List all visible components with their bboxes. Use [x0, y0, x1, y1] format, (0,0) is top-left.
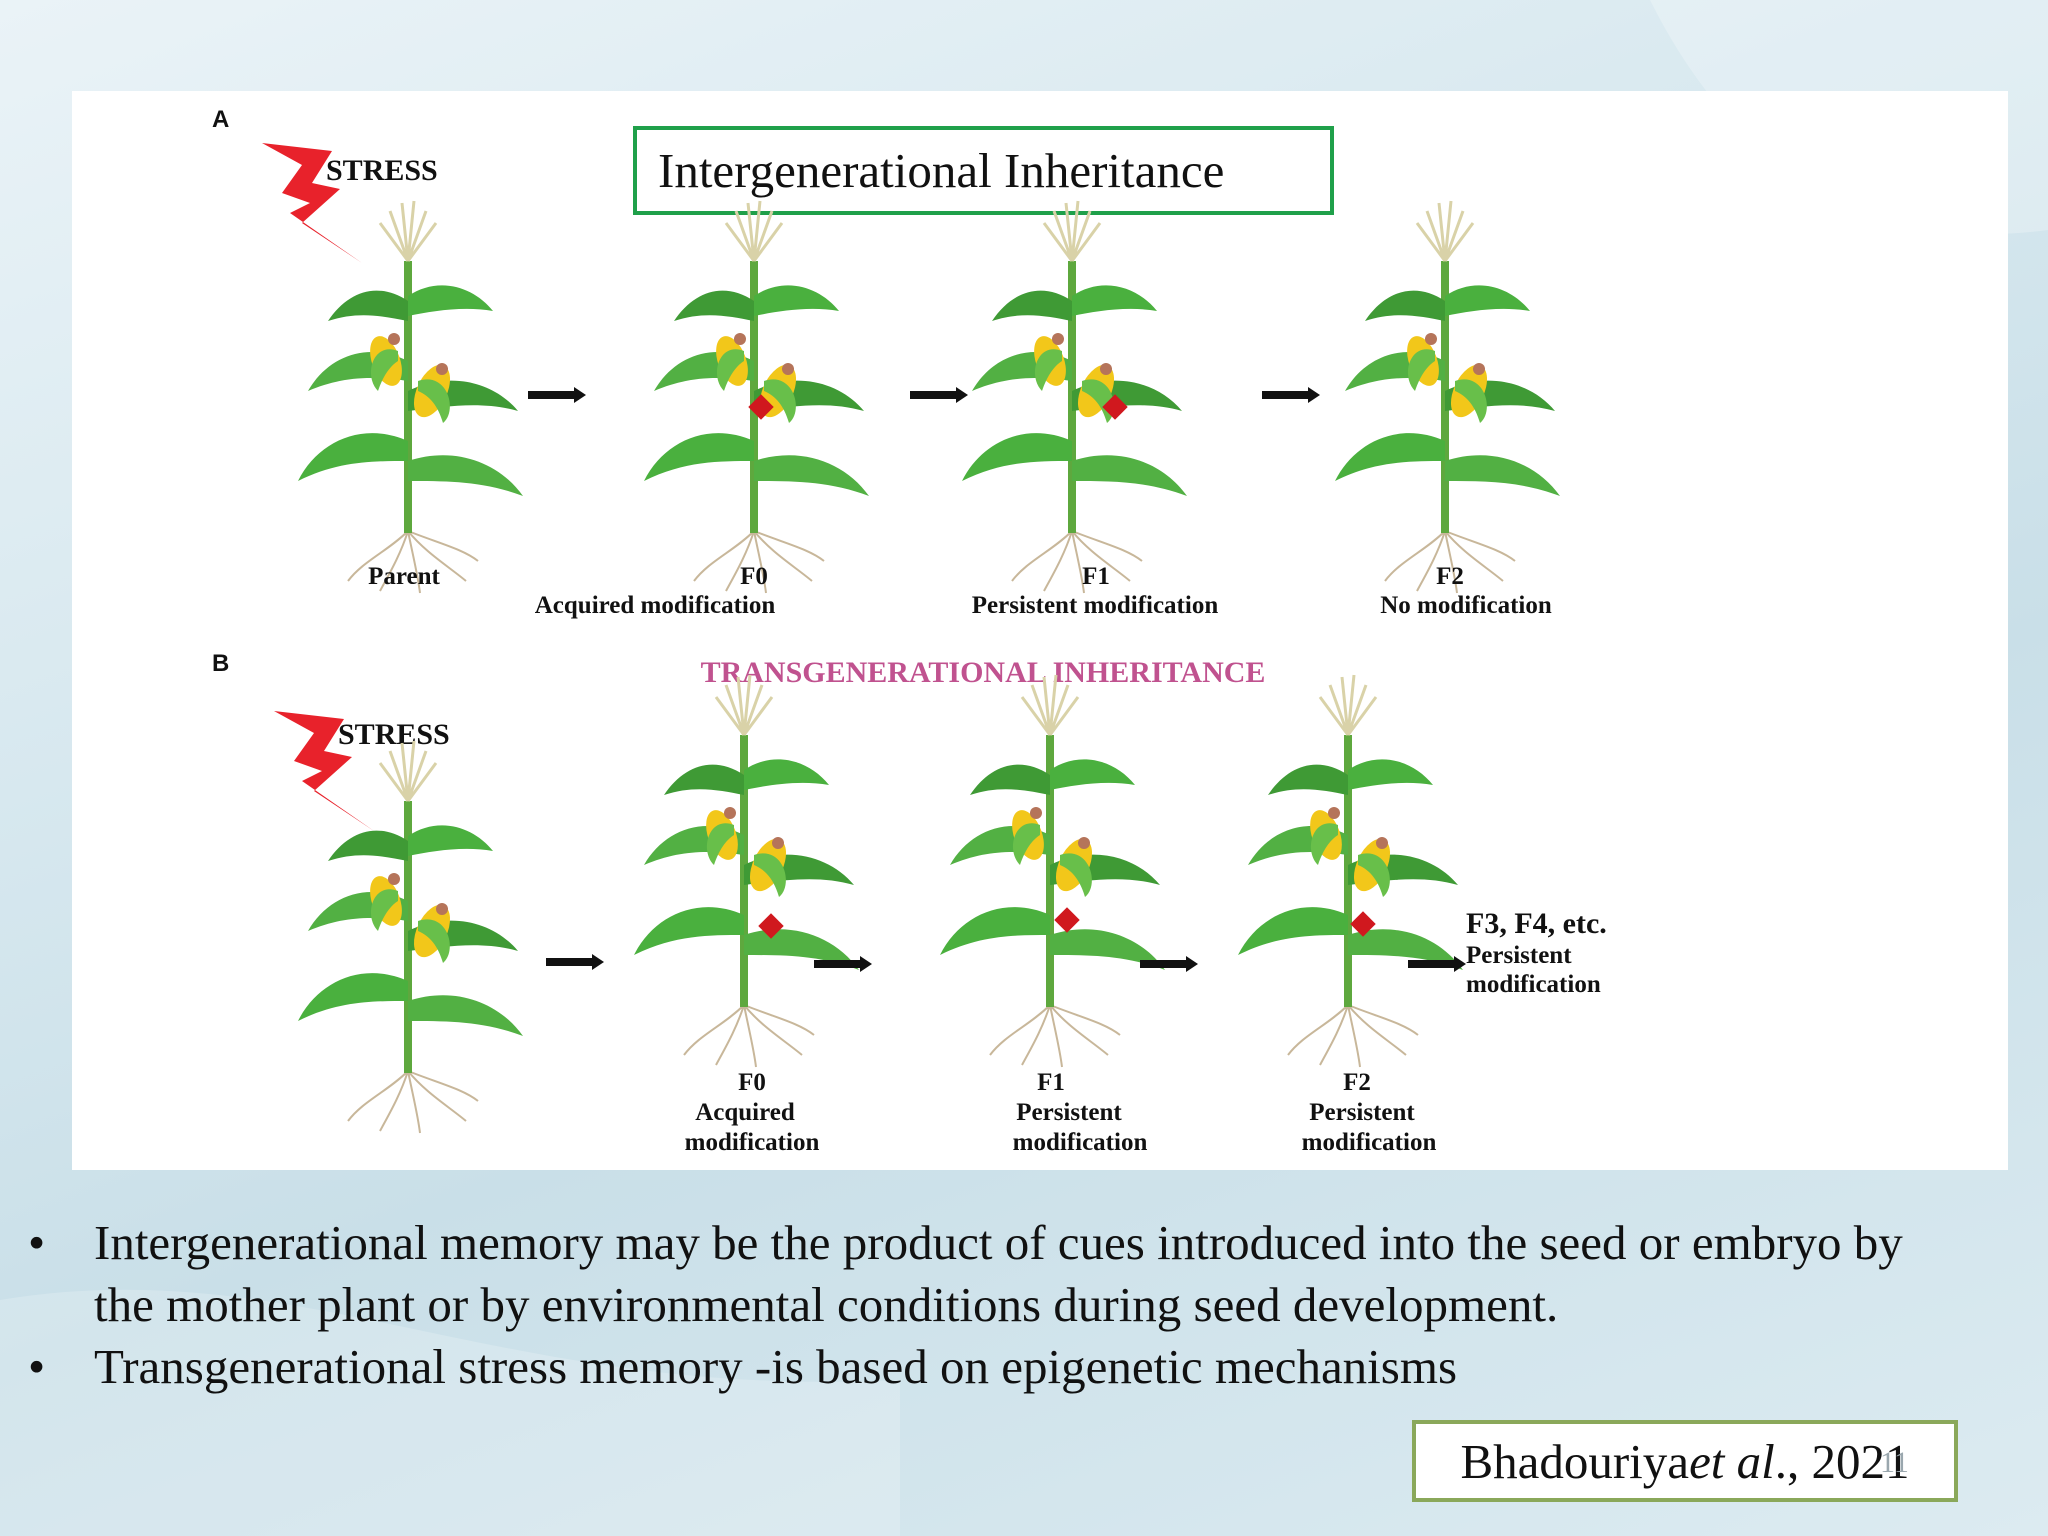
label-f0-b-line2: modification: [685, 1129, 820, 1156]
label-f3-f4-line2: modification: [1466, 971, 1601, 998]
citation-box: Bhadouriya et al., 2021: [1412, 1420, 1958, 1502]
corn-plant-f2-a: [1333, 199, 1562, 595]
slide-number: 11: [1880, 1446, 1909, 1479]
arrow-icon: [910, 387, 968, 403]
label-f1-b: F1: [1037, 1069, 1065, 1096]
label-f2-b-line1: Persistent: [1309, 1099, 1415, 1126]
panel-b-stress-label: STRESS: [338, 718, 450, 751]
corn-plant-f0-a: [642, 199, 871, 595]
modification-mark: [1054, 907, 1080, 933]
figure-panel: A STRESS Intergenerational Inheritance P…: [72, 91, 2008, 1170]
label-f0-a: F0: [740, 563, 768, 590]
label-f0-b: F0: [738, 1069, 766, 1096]
inheritance-diagram: A STRESS Intergenerational Inheritance P…: [212, 106, 1607, 1156]
bullet-text-line: Transgenerational stress memory -is base…: [94, 1339, 1458, 1394]
bullet-item: • Transgenerational stress memory -is ba…: [28, 1336, 2018, 1398]
label-f0-a-desc: Acquired modification: [535, 592, 776, 619]
modification-mark: [748, 394, 774, 420]
label-f2-a-desc: No modification: [1380, 592, 1552, 619]
corn-plant-parent-b: [296, 739, 525, 1135]
panel-a-stress-label: STRESS: [326, 154, 438, 187]
panel-b-letter: B: [212, 650, 229, 677]
label-f0-b-line1: Acquired: [695, 1099, 795, 1126]
title-box-text: Intergenerational Inheritance: [658, 143, 1224, 198]
corn-plant-f2-b: [1236, 673, 1465, 1069]
arrow-icon: [1262, 387, 1320, 403]
citation-year: ., 2021: [1774, 1433, 1910, 1489]
arrow-icon: [546, 954, 604, 970]
corn-plant-f0-b: [632, 673, 861, 1069]
label-f2-b-line2: modification: [1302, 1129, 1437, 1156]
title-box: [633, 126, 1334, 215]
label-parent: Parent: [368, 563, 440, 590]
label-f2-a: F2: [1436, 563, 1464, 590]
panel-a-letter: A: [212, 106, 229, 133]
label-f3-f4: F3, F4, etc.: [1466, 907, 1607, 940]
arrow-icon: [528, 387, 586, 403]
label-f1-a-desc: Persistent modification: [972, 592, 1219, 619]
corn-plant-f1-b: [938, 673, 1167, 1069]
bullet-marker: •: [28, 1215, 46, 1270]
bullet-item: • Intergenerational memory may be the pr…: [28, 1212, 2018, 1336]
bullet-text-line: Intergenerational memory may be the prod…: [94, 1215, 1903, 1270]
corn-plant-f1-a: [960, 199, 1189, 595]
bullet-list: • Intergenerational memory may be the pr…: [28, 1212, 2018, 1398]
bullet-marker: •: [28, 1339, 46, 1394]
transgenerational-title: TRANSGENERATIONAL INHERITANCE: [701, 656, 1266, 689]
label-f1-b-line2: modification: [1013, 1129, 1148, 1156]
label-f1-a: F1: [1082, 563, 1110, 590]
bullet-text-line: the mother plant or by environmental con…: [94, 1277, 1559, 1332]
label-f2-b: F2: [1343, 1069, 1371, 1096]
modification-mark: [758, 913, 784, 939]
corn-plant-parent-a: [296, 199, 525, 595]
citation-author: Bhadouriya: [1460, 1433, 1690, 1489]
label-f1-b-line1: Persistent: [1016, 1099, 1122, 1126]
label-f3-f4-line1: Persistent: [1466, 942, 1572, 969]
citation-etal: et al: [1689, 1433, 1775, 1489]
